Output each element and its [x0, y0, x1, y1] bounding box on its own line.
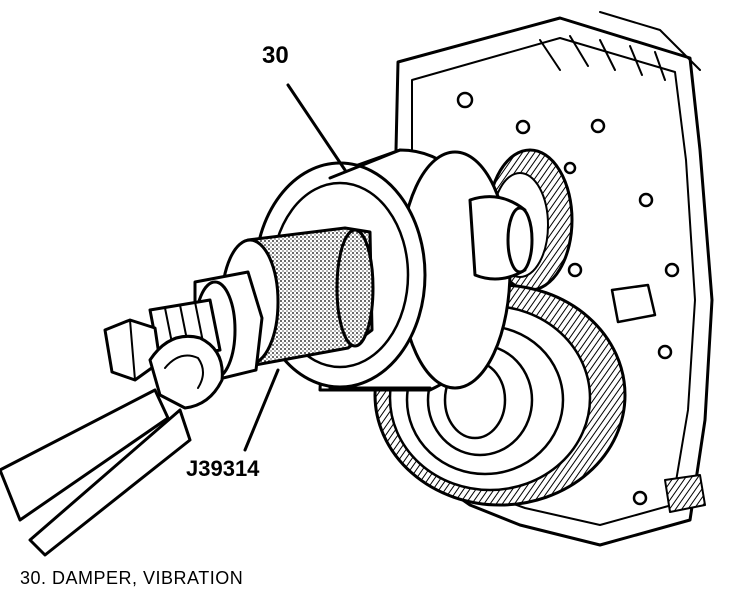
part-callout-30: 30 — [262, 42, 289, 69]
leader-line-30 — [286, 83, 347, 172]
figure-caption: 30. DAMPER, VIBRATION — [20, 568, 244, 588]
leader-line-j39314 — [243, 368, 280, 452]
wrench — [0, 334, 224, 557]
tool-callout-j39314: J39314 — [186, 456, 260, 481]
leader-lines — [243, 83, 347, 452]
installer-tool — [103, 226, 375, 382]
